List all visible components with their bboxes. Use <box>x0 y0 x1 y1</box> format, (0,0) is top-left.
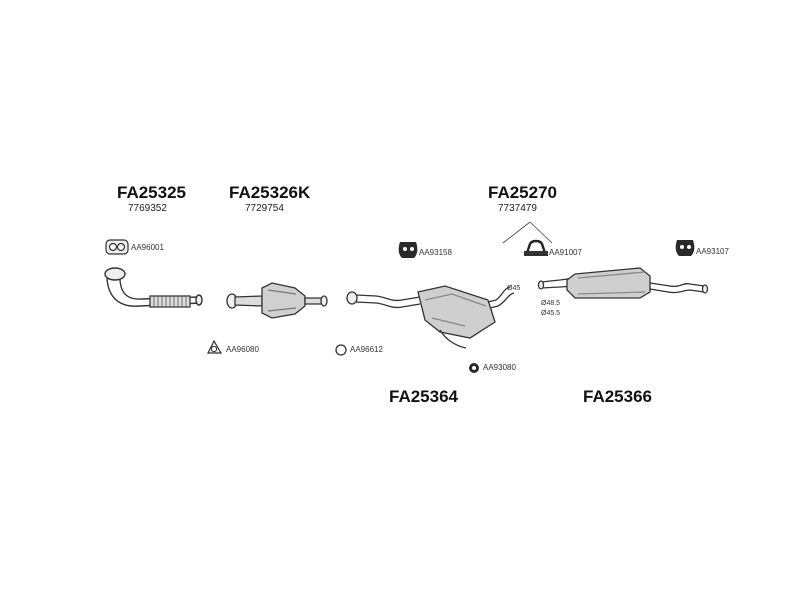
part-gasket-front: AA96001 <box>131 243 164 252</box>
group-ref-fa25270: 7737479 <box>498 203 537 214</box>
ring-cat-icon <box>207 339 223 354</box>
clamp-icon <box>524 239 548 256</box>
group-code-fa25270: FA25270 <box>488 183 557 202</box>
part-rubber-bottom: AA93080 <box>483 363 516 372</box>
part-rubber-rear: AA93107 <box>696 247 729 256</box>
group-code-fa25326k: FA25326K <box>229 183 311 202</box>
part-ring-cat: AA96080 <box>226 345 259 354</box>
diameter-rear-2: Ø45.5 <box>541 310 561 317</box>
diameter-mid: Ø45 <box>507 285 521 292</box>
rear-silencer <box>537 267 709 299</box>
diameter-rear-1: Ø48.5 <box>541 300 561 307</box>
catalytic-converter <box>226 282 328 319</box>
front-downpipe <box>104 267 203 308</box>
ring-mid-icon <box>335 344 347 356</box>
rubber-mid-icon <box>398 242 418 258</box>
group-code-fa25366: FA25366 <box>583 387 652 406</box>
rubber-bottom-icon <box>469 363 479 373</box>
part-clamp: AA91007 <box>549 248 582 257</box>
rubber-rear-icon <box>675 240 695 256</box>
part-ring-mid: AA96612 <box>350 345 383 354</box>
group-ref-fa25326k: 7729754 <box>245 203 284 214</box>
middle-silencer <box>346 285 515 349</box>
group-code-fa25364: FA25364 <box>389 387 458 406</box>
gasket-front-icon <box>105 239 129 255</box>
connector-lines <box>502 221 553 244</box>
group-ref-fa25325: 7769352 <box>128 203 167 214</box>
part-rubber-mid: AA93158 <box>419 248 452 257</box>
group-code-fa25325: FA25325 <box>117 183 186 202</box>
